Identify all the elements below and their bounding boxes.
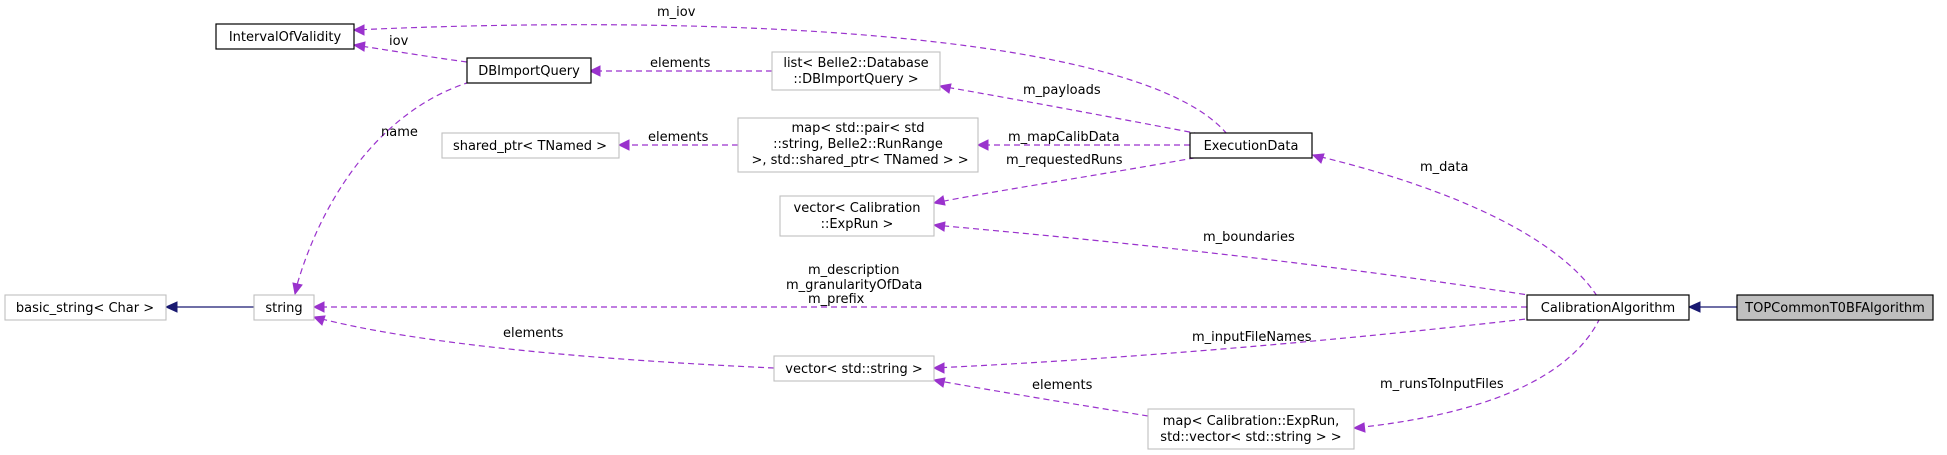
- edge-label-name: name: [381, 125, 418, 140]
- arrowhead-m-runs-to-input-files: [1352, 422, 1366, 433]
- edge-m-payloads: [939, 85, 1201, 135]
- node-label-db-import-query: DBImportQuery: [478, 64, 580, 79]
- node-vector-std-string[interactable]: vector< std::string >: [773, 355, 935, 382]
- edge-iov: [353, 44, 468, 63]
- node-basic-string-char[interactable]: basic_string< Char >: [4, 294, 167, 321]
- edge-elements-map-vector: [933, 379, 1149, 417]
- node-label-map-exprun-vector-string-2: std::vector< std::string > >: [1160, 430, 1341, 445]
- edge-m-input-file-names: [933, 317, 1536, 369]
- arrowhead-m-map-calib-data: [976, 139, 989, 151]
- arrowhead-elements-dbimport: [588, 65, 601, 77]
- node-string[interactable]: string: [253, 294, 315, 321]
- edge-label-elements-dbimport: elements: [650, 56, 711, 71]
- edge-elements-string-vector: [313, 316, 775, 369]
- node-top-common-t0bf-algorithm[interactable]: TOPCommonT0BFAlgorithm: [1736, 294, 1934, 321]
- node-label-calibration-algorithm: CalibrationAlgorithm: [1541, 301, 1675, 316]
- node-shared-ptr-tnamed[interactable]: shared_ptr< TNamed >: [441, 132, 620, 159]
- node-label-vector-std-string: vector< std::string >: [785, 362, 922, 377]
- edge-name: [294, 81, 471, 293]
- arrowhead-m-iov: [352, 24, 365, 36]
- edge-m-runs-to-input-files: [1353, 317, 1601, 429]
- node-vector-calibration-exprun[interactable]: vector< Calibration ::ExpRun >: [779, 195, 935, 237]
- node-label-basic-string-char: basic_string< Char >: [16, 301, 154, 316]
- node-label-map-pair-runrange-3: >, std::shared_ptr< TNamed > >: [747, 153, 968, 168]
- node-map-pair-runrange[interactable]: map< std::pair< std ::string, Belle2::Ru…: [737, 117, 979, 173]
- arrowhead-string-members: [312, 301, 325, 313]
- edge-label-m-granularity-of-data: m_granularityOfData: [786, 278, 922, 293]
- node-execution-data[interactable]: ExecutionData: [1189, 132, 1313, 159]
- edge-label-m-boundaries: m_boundaries: [1203, 230, 1295, 245]
- arrowhead-elements-map-vector: [932, 377, 946, 388]
- arrowhead-m-data: [1311, 153, 1325, 164]
- edge-label-m-payloads: m_payloads: [1023, 83, 1101, 98]
- edge-m-requested-runs: [933, 155, 1206, 204]
- node-label-map-pair-runrange-2: ::string, Belle2::RunRange: [773, 137, 943, 152]
- edge-label-m-input-file-names: m_inputFileNames: [1192, 330, 1312, 345]
- node-label-top-common-t0bf-algorithm: TOPCommonT0BFAlgorithm: [1744, 301, 1925, 316]
- edge-label-m-map-calib-data: m_mapCalibData: [1008, 130, 1120, 145]
- node-label-execution-data: ExecutionData: [1204, 139, 1299, 154]
- node-db-import-query[interactable]: DBImportQuery: [466, 57, 592, 84]
- arrowhead-iov: [352, 41, 366, 52]
- arrowhead-elements-shared-ptr: [617, 139, 630, 151]
- node-label-list-db-import-query-2: ::DBImportQuery >: [793, 72, 918, 87]
- edge-label-iov: iov: [389, 34, 409, 49]
- arrowhead-elements-string-vector: [312, 315, 326, 326]
- edge-m-data: [1312, 154, 1598, 297]
- edge-label-m-data: m_data: [1420, 160, 1468, 175]
- node-label-interval-of-validity: IntervalOfValidity: [229, 30, 342, 45]
- edge-label-elements-map-vector: elements: [1032, 378, 1093, 393]
- edge-label-m-requested-runs: m_requestedRuns: [1006, 153, 1123, 168]
- arrowhead-inherit-basic-string: [164, 301, 178, 313]
- edge-label-m-iov: m_iov: [657, 5, 696, 20]
- arrowhead-m-payloads: [938, 83, 952, 94]
- node-label-vector-calibration-exprun-2: ::ExpRun >: [821, 217, 894, 232]
- edge-label-m-description: m_description: [808, 263, 899, 278]
- arrowhead-m-requested-runs: [932, 195, 946, 206]
- node-map-exprun-vector-string[interactable]: map< Calibration::ExpRun, std::vector< s…: [1147, 408, 1355, 450]
- node-label-shared-ptr-tnamed: shared_ptr< TNamed >: [453, 139, 607, 154]
- arrowhead-m-boundaries: [932, 221, 946, 232]
- node-label-map-pair-runrange-1: map< std::pair< std: [791, 121, 924, 136]
- arrowhead-name: [292, 282, 303, 296]
- node-list-db-import-query[interactable]: list< Belle2::Database ::DBImportQuery >: [771, 51, 941, 91]
- node-label-list-db-import-query-1: list< Belle2::Database: [783, 56, 928, 71]
- edge-label-elements-string-vector: elements: [503, 326, 564, 341]
- edge-label-elements-shared-ptr: elements: [648, 130, 709, 145]
- node-label-vector-calibration-exprun-1: vector< Calibration: [794, 201, 921, 216]
- edge-label-m-runs-to-input-files: m_runsToInputFiles: [1380, 377, 1504, 392]
- node-interval-of-validity[interactable]: IntervalOfValidity: [215, 23, 355, 50]
- arrowhead-m-input-file-names: [932, 362, 945, 374]
- edge-m-boundaries: [933, 224, 1536, 297]
- node-calibration-algorithm[interactable]: CalibrationAlgorithm: [1526, 294, 1690, 321]
- edge-m-iov: [353, 24, 1228, 135]
- arrowhead-inherit-calibration-algorithm: [1687, 301, 1701, 313]
- node-label-map-exprun-vector-string-1: map< Calibration::ExpRun,: [1163, 414, 1340, 429]
- node-label-string: string: [265, 301, 302, 316]
- edge-label-m-prefix: m_prefix: [808, 292, 865, 307]
